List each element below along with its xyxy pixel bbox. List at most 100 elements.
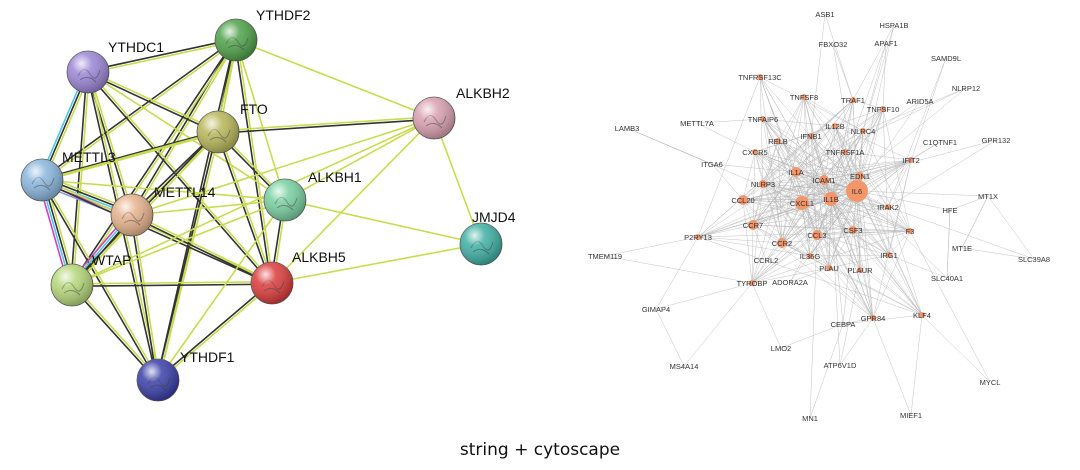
cyto-edge-IL1A-TNFRSF13C: [759, 76, 797, 173]
cyto-node-edn1[interactable]: EDN1: [850, 172, 870, 181]
cyto-node-gpr132[interactable]: GPR132: [982, 136, 1011, 145]
cyto-edge-RELB-IL6: [777, 140, 858, 192]
cyto-node-ifnb1[interactable]: IFNB1: [800, 132, 821, 141]
cyto-node-samd9l[interactable]: SAMD9L: [931, 54, 961, 63]
cyto-edge-CCL20-CCR2: [742, 199, 783, 244]
string-edge-YTHDC1-METTL14: [88, 70, 134, 216]
cyto-edge-EDN1-TNFAIP6: [762, 118, 861, 177]
cyto-node-f3[interactable]: F3: [906, 227, 915, 236]
string-node-jmjd4[interactable]: [459, 222, 503, 266]
cyto-edge-CCR2-P2RY13: [697, 236, 783, 244]
cyto-node-hfe[interactable]: HFE: [943, 206, 958, 215]
cyto-node-fbxo32[interactable]: FBXO32: [819, 40, 848, 49]
cyto-node-klf4[interactable]: KLF4: [913, 311, 931, 320]
cyto-node-c1qtnf1[interactable]: C1QTNF1: [923, 138, 957, 147]
cyto-node-tmem119[interactable]: TMEM119: [588, 252, 622, 261]
cyto-edge-GIMAP4-TYROBP: [655, 282, 753, 310]
string-node-alkbh1[interactable]: [263, 178, 307, 222]
cyto-node-label: CCR2: [772, 239, 792, 248]
string-node-ythdc1[interactable]: [66, 50, 110, 94]
cyto-node-label: TNFSF10: [867, 105, 900, 114]
cyto-node-ms4a14[interactable]: MS4A14: [670, 362, 699, 371]
cyto-edge-ITGA6-CCL20: [711, 163, 744, 201]
cyto-node-il1a[interactable]: IL1A: [788, 167, 804, 177]
cyto-edge-MN1-CEBPA: [809, 323, 844, 419]
cyto-node-irak2[interactable]: IRAK2: [877, 203, 899, 212]
cyto-node-tnfaip6[interactable]: TNFAIP6: [748, 115, 778, 124]
cyto-node-mn1[interactable]: MN1: [802, 414, 818, 423]
cyto-node-hspa1b[interactable]: HSPA1B: [879, 21, 908, 30]
string-edge-FTO-ALKBH5: [216, 131, 272, 285]
cyto-node-plaur[interactable]: PLAUR: [847, 266, 873, 275]
cyto-node-itga6[interactable]: ITGA6: [701, 160, 723, 169]
cyto-node-nlrp12[interactable]: NLRP12: [952, 84, 980, 93]
cyto-node-label: IL12B: [825, 122, 845, 131]
string-node-wtap[interactable]: [50, 263, 94, 307]
cyto-node-mief1[interactable]: MIEF1: [900, 411, 922, 420]
cyto-node-plau[interactable]: PLAU: [819, 264, 839, 273]
cyto-edge-IRAK2-IL1B: [830, 198, 889, 208]
cyto-node-csf3[interactable]: CSF3: [843, 226, 863, 235]
cyto-node-tnfsf8[interactable]: TNFSF8: [790, 93, 818, 102]
cyto-node-il1b[interactable]: IL1B: [823, 192, 839, 206]
cyto-node-asb1[interactable]: ASB1: [815, 10, 834, 19]
cyto-node-tnfsf10[interactable]: TNFSF10: [867, 105, 900, 114]
cyto-node-ccl20[interactable]: CCL20: [731, 195, 755, 205]
string-node-fto[interactable]: [196, 110, 240, 154]
cyto-node-mt1e[interactable]: MT1E: [952, 244, 972, 253]
cyto-node-ifit2[interactable]: IFIT2: [902, 156, 920, 165]
cyto-edge-CXCR5-TNFSF10: [754, 108, 884, 153]
cyto-node-cxcl1[interactable]: CXCL1: [790, 196, 814, 210]
cyto-node-lamb3[interactable]: LAMB3: [615, 124, 640, 133]
cyto-edge-CSF3-PLAUR: [852, 229, 861, 271]
cyto-node-gpr84[interactable]: GPR84: [861, 314, 886, 323]
cyto-node-adora2a[interactable]: ADORA2A: [772, 278, 808, 287]
cyto-node-mettl7a[interactable]: METTL7A: [680, 119, 714, 128]
cyto-edge-PLAUR-IL6: [856, 190, 861, 271]
cyto-node-traf1[interactable]: TRAF1: [841, 96, 865, 105]
cyto-node-ccrl2[interactable]: CCRL2: [754, 256, 779, 265]
cyto-edge-NLRP12-NLRC4: [862, 87, 967, 132]
string-edge-YTHDF2-ALKBH1: [235, 39, 286, 201]
cyto-node-mycl[interactable]: MYCL: [980, 378, 1001, 387]
cyto-node-slc40a1[interactable]: SLC40A1: [931, 274, 963, 283]
string-node-label: METTL3: [62, 149, 116, 165]
string-node-ythdf1[interactable]: [136, 358, 180, 402]
string-node-alkbh5[interactable]: [250, 261, 294, 305]
cyto-node-p2ry13[interactable]: P2RY13: [684, 233, 712, 242]
cyto-node-il12b[interactable]: IL12B: [825, 122, 845, 131]
cyto-node-apaf1[interactable]: APAF1: [874, 39, 897, 48]
cyto-node-il36g[interactable]: IL36G: [800, 252, 821, 261]
cyto-node-tyrobp[interactable]: TYROBP: [737, 279, 768, 288]
string-node-mettl3[interactable]: [20, 158, 64, 202]
cyto-node-tnfrsf1a[interactable]: TNFRSF1A: [826, 148, 865, 157]
cyto-node-irg1[interactable]: IRG1: [880, 251, 898, 260]
cyto-edge-CSF3-GPR84: [852, 229, 874, 319]
cyto-node-il6[interactable]: IL6: [846, 180, 868, 202]
cyto-node-tnfrsf13c[interactable]: TNFRSF13C: [738, 73, 782, 82]
string-edge-METTL3-YTHDF1: [42, 178, 160, 381]
cyto-node-mt1x[interactable]: MT1X: [978, 192, 998, 201]
cyto-edge-MYCL-F3: [909, 230, 991, 383]
cyto-node-nlrp3[interactable]: NLRP3: [751, 180, 775, 189]
cyto-node-nlrc4[interactable]: NLRC4: [851, 127, 876, 136]
cyto-edge-NLRP3-TRAF1: [762, 99, 854, 185]
string-node-label: JMJD4: [472, 209, 516, 225]
cyto-node-ccr7[interactable]: CCR7: [743, 220, 763, 230]
cyto-node-lmo2[interactable]: LMO2: [771, 344, 791, 353]
cyto-node-cxcr5[interactable]: CXCR5: [742, 148, 767, 157]
cyto-node-relb[interactable]: RELB: [768, 137, 788, 146]
cyto-node-ccl3[interactable]: CCL3: [807, 230, 827, 240]
cyto-node-arid5a[interactable]: ARID5A: [906, 97, 933, 106]
cyto-node-atp6v1d[interactable]: ATP6V1D: [824, 361, 857, 370]
string-node-alkbh2[interactable]: [412, 96, 456, 140]
cyto-node-slc39a8[interactable]: SLC39A8: [1018, 255, 1050, 264]
cyto-edge-NLRP3-KLF4: [762, 183, 923, 316]
string-node-mettl14[interactable]: [110, 193, 154, 237]
cyto-node-icam1[interactable]: ICAM1: [813, 175, 836, 185]
cyto-edge-CCRL2-CCR7: [752, 224, 767, 261]
cyto-node-cebpa[interactable]: CEBPA: [831, 320, 856, 329]
string-node-ythdf2[interactable]: [214, 18, 258, 62]
cyto-node-gimap4[interactable]: GIMAP4: [642, 305, 670, 314]
cyto-node-ccr2[interactable]: CCR2: [772, 238, 792, 248]
